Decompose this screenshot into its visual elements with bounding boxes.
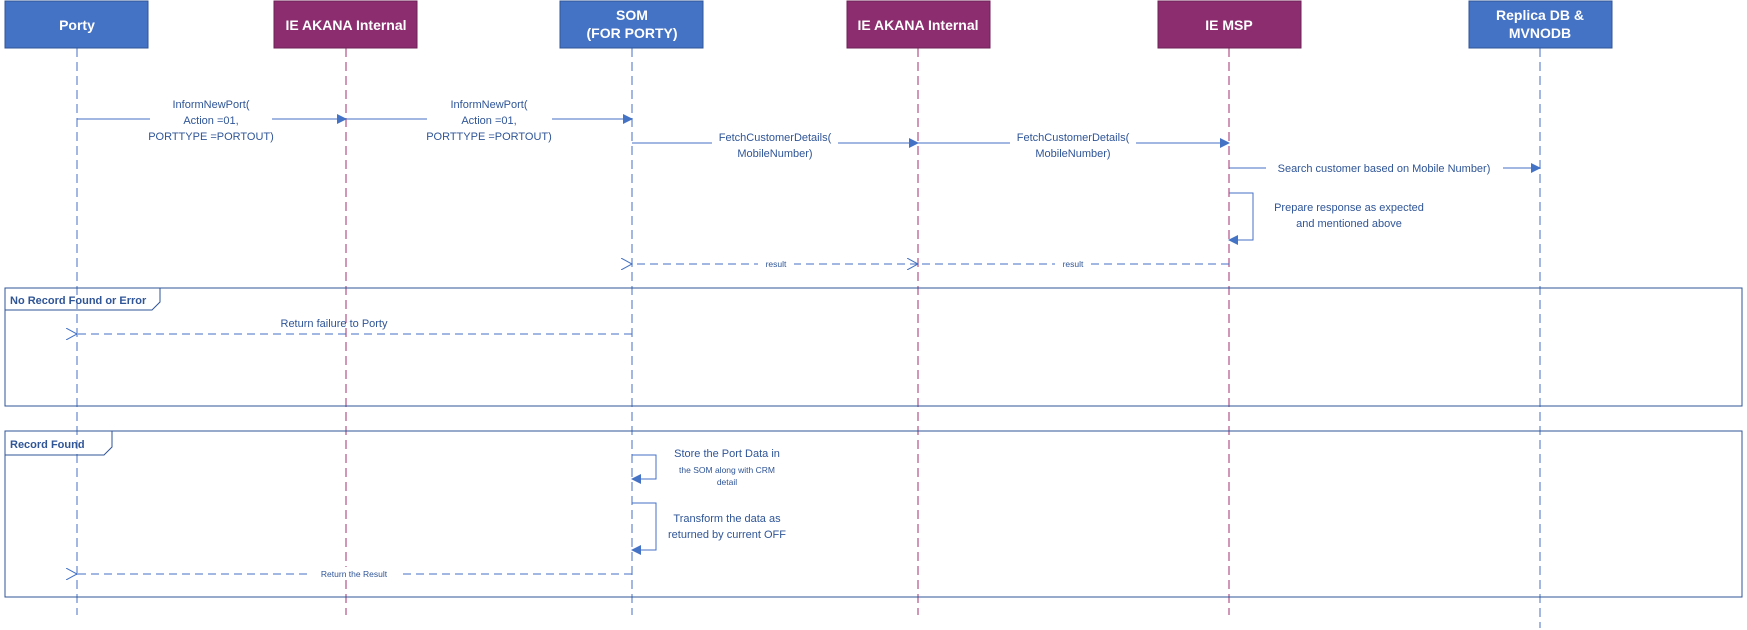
return-result-1[interactable]: result: [632, 257, 918, 270]
participant-akana1-label: IE AKANA Internal: [285, 17, 406, 33]
message-inform-1-line2: Action =01,: [183, 115, 238, 127]
message-inform-new-port-1[interactable]: InformNewPort( Action =01, PORTTYPE =POR…: [77, 99, 347, 143]
frame-no-record-found: No Record Found or Error: [4, 287, 1743, 407]
participant-akana1[interactable]: IE AKANA Internal: [273, 0, 418, 49]
return-the-result-label: Return the Result: [321, 569, 388, 579]
self-message-store-line3: detail: [717, 477, 737, 487]
participant-replica-label-2: MVNODB: [1509, 25, 1571, 41]
message-inform-1-line1: InformNewPort(: [172, 99, 249, 111]
return-result-1-label: result: [766, 259, 787, 269]
message-inform-2-line1: InformNewPort(: [450, 99, 527, 111]
message-inform-new-port-2[interactable]: InformNewPort( Action =01, PORTTYPE =POR…: [346, 99, 633, 143]
message-fetch-customer-details-2[interactable]: FetchCustomerDetails( MobileNumber): [918, 132, 1230, 160]
participant-som-label-2: (FOR PORTY): [587, 25, 678, 41]
message-fetch-1-line2: MobileNumber): [737, 148, 812, 160]
participant-replica-label-1: Replica DB &: [1496, 7, 1584, 23]
self-message-prepare-response[interactable]: Prepare response as expected and mention…: [1228, 192, 1424, 245]
frame-record-found-title: Record Found: [10, 439, 85, 451]
return-result-2-label: result: [1063, 259, 1084, 269]
participant-akana2[interactable]: IE AKANA Internal: [846, 0, 991, 49]
return-result-2[interactable]: result: [918, 257, 1229, 270]
self-message-store-line1: Store the Port Data in: [674, 448, 780, 460]
self-message-store-port-data[interactable]: Store the Port Data in the SOM along wit…: [631, 448, 780, 487]
return-the-result[interactable]: Return the Result: [77, 567, 632, 580]
self-message-transform-line2: returned by current OFF: [668, 529, 786, 541]
message-fetch-1-line1: FetchCustomerDetails(: [719, 132, 832, 144]
message-inform-1-line3: PORTTYPE =PORTOUT): [148, 131, 274, 143]
message-search-customer[interactable]: Search customer based on Mobile Number): [1229, 163, 1541, 175]
participant-msp-label: IE MSP: [1205, 17, 1252, 33]
participant-porty[interactable]: Porty: [4, 0, 149, 49]
message-fetch-2-line1: FetchCustomerDetails(: [1017, 132, 1130, 144]
message-fetch-customer-details-1[interactable]: FetchCustomerDetails( MobileNumber): [632, 132, 919, 160]
frame-no-record-title: No Record Found or Error: [10, 295, 147, 307]
self-message-prepare-line1: Prepare response as expected: [1274, 202, 1424, 214]
return-failure-to-porty[interactable]: Return failure to Porty: [77, 318, 632, 334]
participant-som-label-1: SOM: [616, 7, 648, 23]
participant-msp[interactable]: IE MSP: [1157, 0, 1302, 49]
return-failure-label: Return failure to Porty: [281, 318, 388, 330]
self-message-transform-line1: Transform the data as: [673, 513, 781, 525]
message-inform-2-line3: PORTTYPE =PORTOUT): [426, 131, 552, 143]
participant-som[interactable]: SOM (FOR PORTY): [559, 0, 704, 49]
self-message-prepare-line2: and mentioned above: [1296, 218, 1402, 230]
message-search-customer-label: Search customer based on Mobile Number): [1278, 163, 1491, 175]
message-fetch-2-line2: MobileNumber): [1035, 148, 1110, 160]
participant-akana2-label: IE AKANA Internal: [857, 17, 978, 33]
message-inform-2-line2: Action =01,: [461, 115, 516, 127]
self-message-store-line2: the SOM along with CRM: [679, 465, 775, 475]
participant-replica[interactable]: Replica DB & MVNODB: [1468, 0, 1613, 49]
frame-record-found: Record Found: [4, 430, 1743, 598]
self-message-transform-data[interactable]: Transform the data as returned by curren…: [631, 502, 786, 555]
participant-porty-label: Porty: [59, 17, 95, 33]
